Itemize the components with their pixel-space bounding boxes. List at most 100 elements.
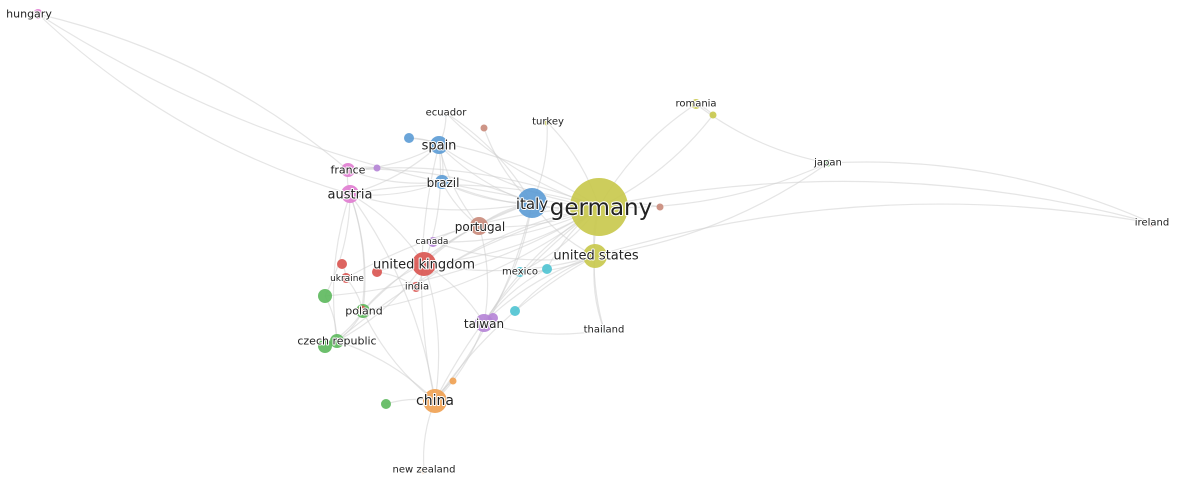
node-japan[interactable] — [824, 159, 832, 167]
node-u4[interactable] — [656, 203, 664, 211]
edge-portugal-taiwan — [478, 225, 489, 324]
label-china: china — [416, 393, 454, 409]
edge-united-kingdom-czech-republic — [336, 263, 425, 342]
edge-spain-france — [347, 144, 440, 171]
node-italy[interactable] — [517, 188, 547, 218]
label-ecuador: ecuador — [426, 108, 468, 119]
label-new-zealand: new zealand — [393, 465, 456, 476]
edge-germany-ireland — [598, 180, 1153, 224]
label-ukraine: ukraine — [330, 274, 364, 284]
label-turkey: turkey — [532, 117, 564, 128]
node-u13[interactable] — [449, 377, 457, 385]
label-united-states: united states — [553, 249, 639, 264]
node-hungary[interactable] — [33, 9, 43, 19]
node-u8[interactable] — [358, 305, 366, 313]
label-taiwan: taiwan — [464, 317, 504, 331]
node-turkey[interactable] — [543, 118, 551, 126]
edge-china-poland — [362, 310, 436, 402]
node-u11[interactable] — [381, 399, 391, 409]
edge-hungary-france — [37, 13, 349, 171]
node-new-zealand[interactable] — [420, 466, 428, 474]
edge-germany-austria — [349, 184, 600, 208]
node-ukraine[interactable] — [341, 273, 351, 283]
label-italy: italy — [516, 195, 548, 213]
edge-united-states-japan — [594, 162, 829, 257]
node-brazil[interactable] — [435, 175, 449, 189]
node-united-kingdom[interactable] — [412, 252, 436, 276]
node-united-states[interactable] — [583, 244, 607, 268]
edge-austria-hungary — [37, 13, 351, 195]
edge-united-states-u15 — [514, 255, 596, 312]
node-u7[interactable] — [372, 267, 382, 277]
node-germany[interactable] — [570, 178, 628, 236]
node-mexico[interactable] — [515, 267, 525, 277]
label-portugal: portugal — [455, 220, 506, 234]
node-u3[interactable] — [373, 164, 381, 172]
edge-united-kingdom-united-states — [423, 255, 596, 272]
edge-austria-spain — [349, 144, 440, 195]
edge-germany-japan — [598, 162, 829, 209]
node-canada[interactable] — [428, 237, 438, 247]
label-canada: canada — [416, 237, 449, 247]
edge-china-taiwan — [434, 322, 485, 402]
node-czech-republic[interactable] — [330, 334, 344, 348]
node-romania[interactable] — [691, 99, 701, 109]
label-poland: poland — [345, 305, 382, 318]
node-ecuador[interactable] — [442, 109, 450, 117]
node-u6[interactable] — [337, 259, 347, 269]
label-hungary: hungary — [6, 8, 52, 21]
edge-china-czech-republic — [336, 340, 436, 402]
edge-brazil-france — [347, 169, 443, 184]
label-austria: austria — [328, 188, 373, 203]
label-czech-republic: czech republic — [297, 335, 376, 348]
edge-austria-brazil — [349, 181, 443, 196]
edge-united-states-canada — [432, 241, 596, 261]
edge-italy-poland — [362, 202, 533, 312]
edge-united-kingdom-spain — [423, 144, 442, 265]
edge-romania-japan — [695, 103, 829, 164]
label-japan: japan — [813, 158, 842, 169]
edge-united-states-taiwan — [483, 255, 596, 324]
node-u9[interactable] — [318, 289, 332, 303]
edge-u8-austria — [349, 193, 365, 310]
label-united-kingdom: united kingdom — [373, 258, 475, 273]
label-spain: spain — [422, 139, 457, 154]
label-mexico: mexico — [502, 267, 538, 278]
node-india[interactable] — [411, 282, 421, 292]
node-france[interactable] — [341, 163, 355, 177]
edge-china-united-states — [434, 255, 596, 402]
node-u14[interactable] — [488, 313, 498, 323]
label-romania: romania — [675, 99, 716, 110]
edge-germany-china — [434, 206, 600, 402]
node-u12[interactable] — [542, 264, 552, 274]
node-u10[interactable] — [318, 339, 332, 353]
node-u5[interactable] — [709, 111, 717, 119]
node-spain[interactable] — [430, 136, 448, 154]
edge-taiwan-thailand — [483, 322, 605, 335]
node-austria[interactable] — [341, 185, 359, 203]
edge-austria-u9 — [324, 193, 351, 297]
edge-layer — [37, 13, 1153, 471]
node-portugal[interactable] — [470, 217, 488, 235]
node-u1[interactable] — [404, 133, 414, 143]
edge-united-kingdom-china — [423, 263, 440, 402]
node-layer — [33, 9, 1156, 474]
label-india: india — [405, 282, 429, 293]
node-china[interactable] — [423, 389, 447, 413]
label-brazil: brazil — [427, 176, 460, 190]
node-u2[interactable] — [480, 124, 488, 132]
label-ireland: ireland — [1135, 218, 1169, 229]
label-thailand: thailand — [584, 325, 625, 336]
node-u15[interactable] — [510, 306, 520, 316]
node-ireland[interactable] — [1148, 219, 1156, 227]
edge-japan-ireland — [827, 161, 1153, 224]
label-france: france — [331, 164, 366, 177]
edge-germany-u9 — [324, 206, 600, 297]
node-thailand[interactable] — [600, 326, 608, 334]
edge-germany-hungary — [37, 13, 600, 208]
edge-italy-austria — [349, 193, 533, 211]
label-germany: germany — [550, 195, 653, 221]
edge-united-states-ireland — [594, 203, 1153, 257]
